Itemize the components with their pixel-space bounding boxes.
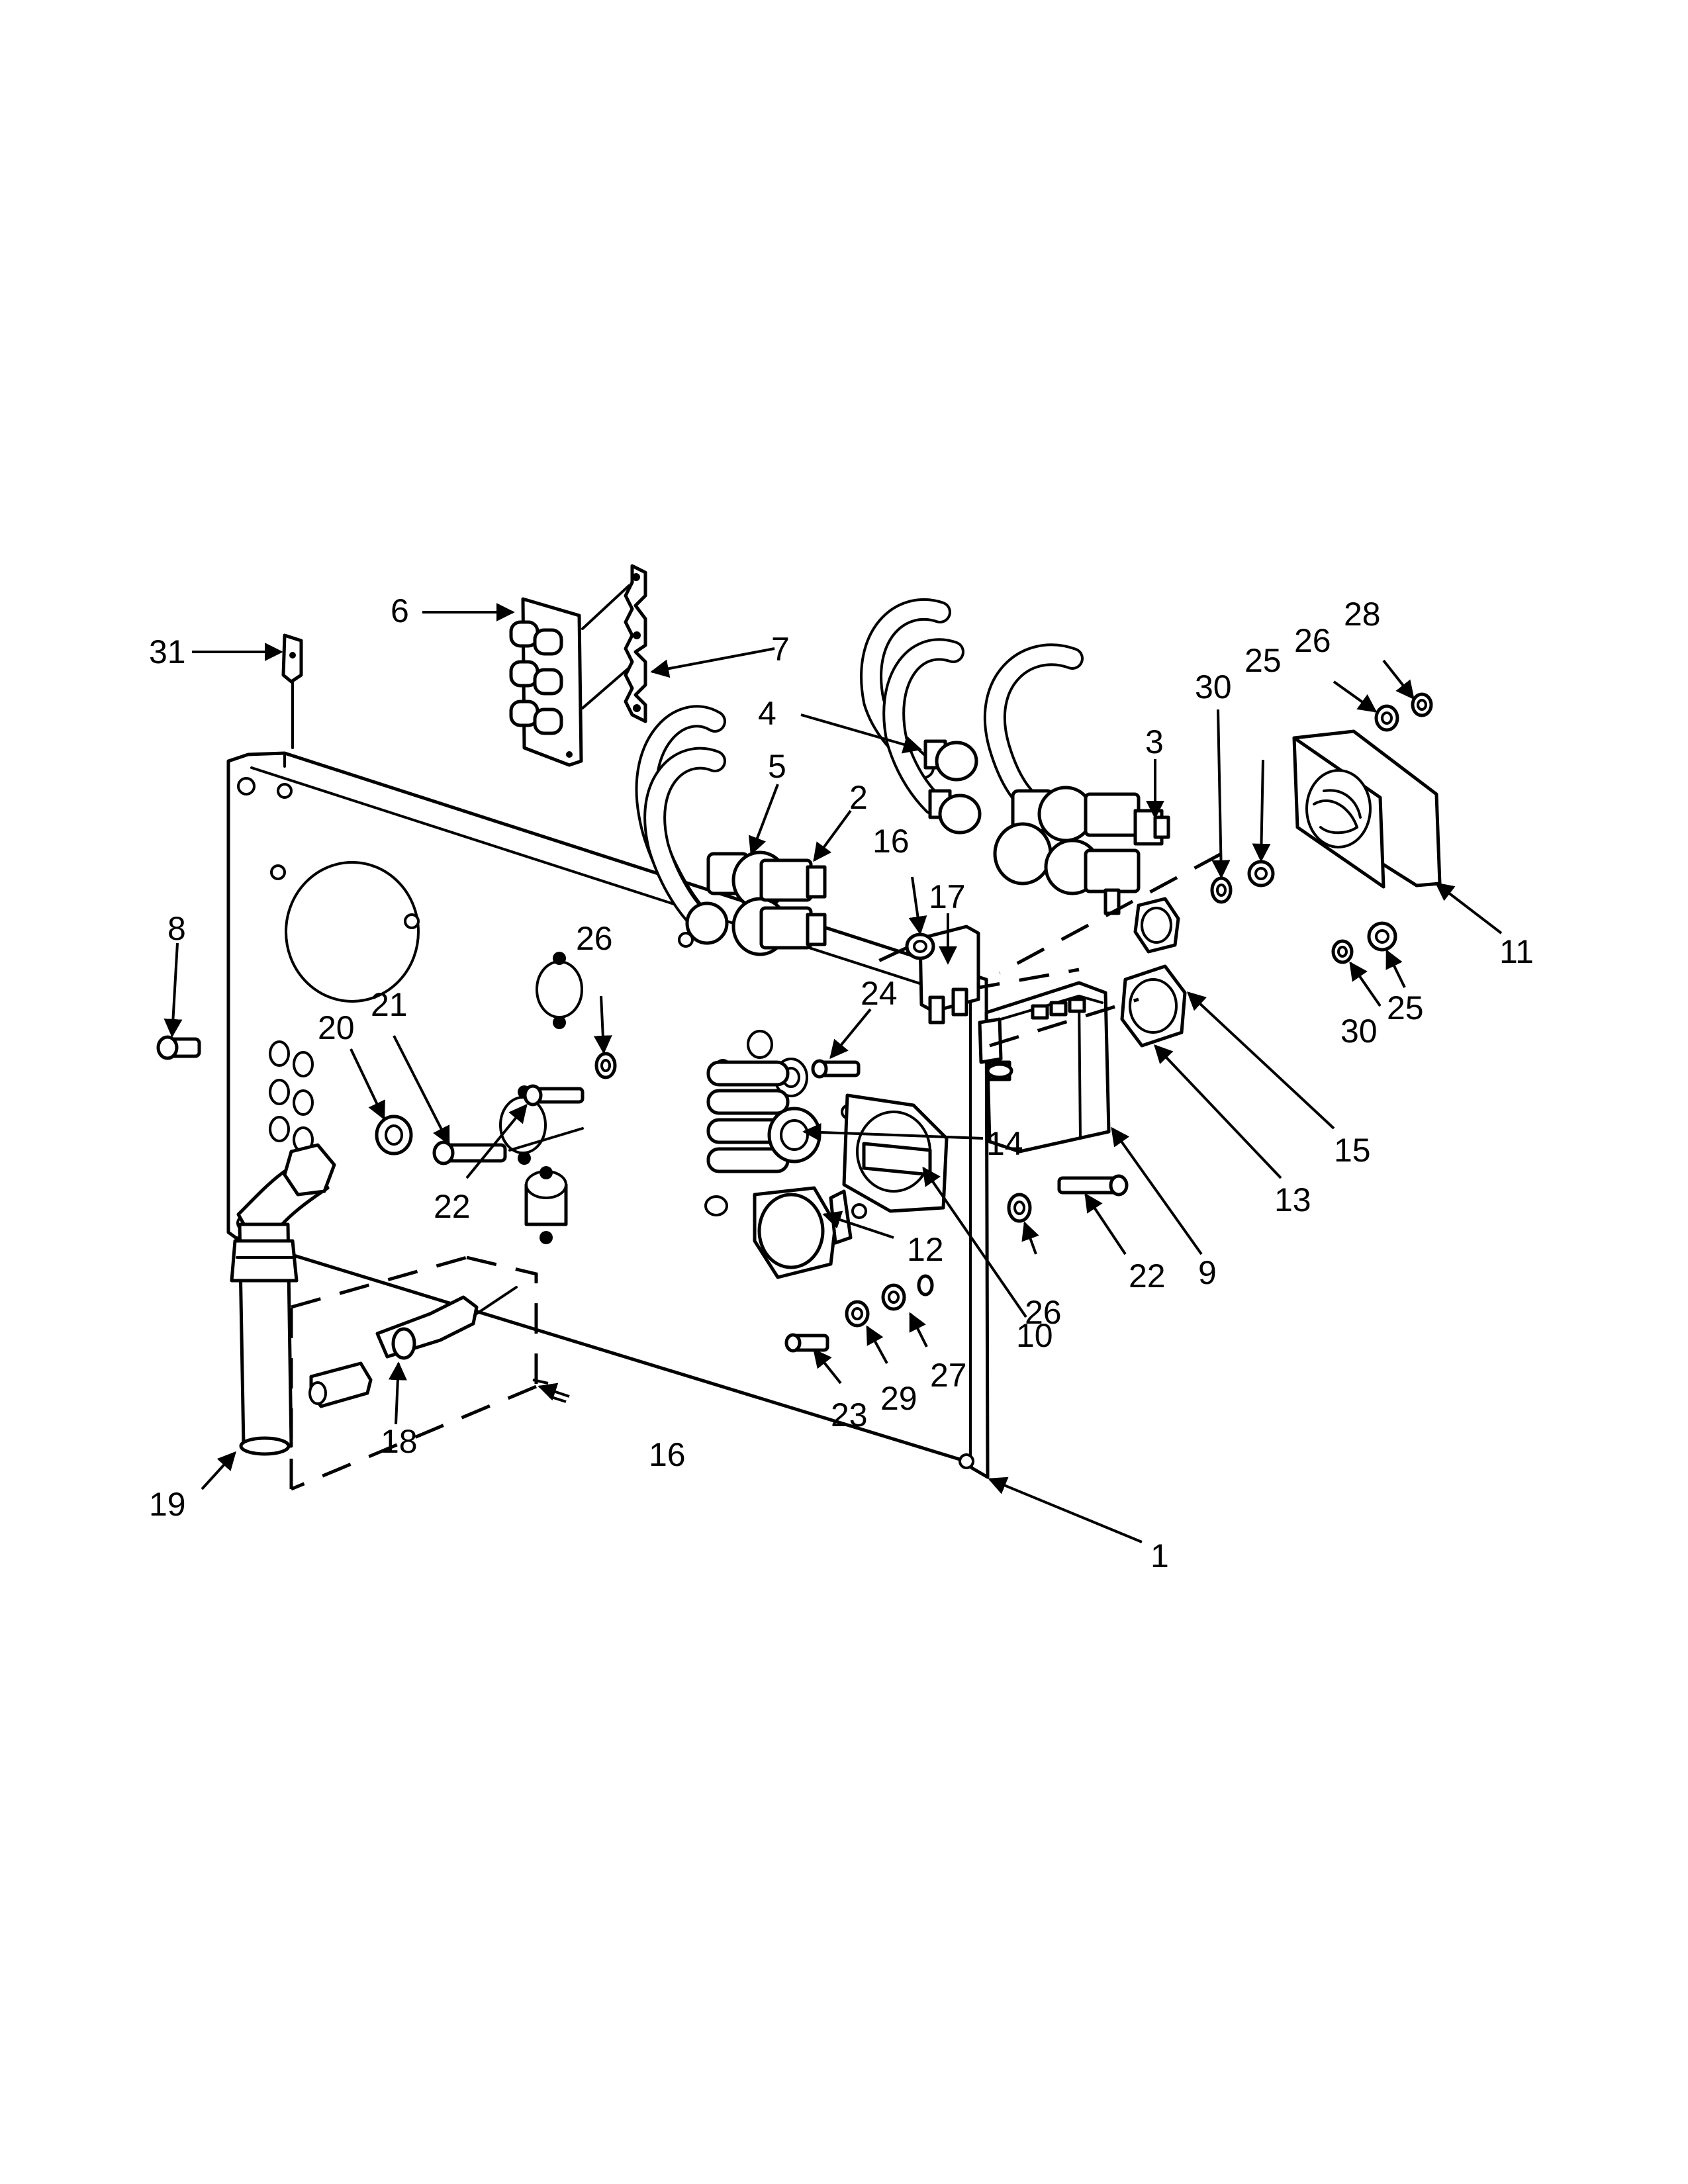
callout-1: 1: [1150, 1537, 1169, 1574]
washer-16-top: [905, 933, 935, 960]
callout-2: 2: [849, 779, 868, 816]
leader-lines: [164, 603, 1503, 1543]
hoses: [635, 598, 1084, 938]
callout-16-top: 16: [872, 823, 910, 860]
callout-7: 7: [771, 631, 790, 668]
switch-bracket: [842, 1093, 949, 1213]
callout-4: 4: [758, 695, 776, 732]
valve-fittings: [923, 739, 982, 835]
control-module: [978, 981, 1111, 1154]
callout-9: 9: [1198, 1254, 1217, 1291]
callout-22-right: 22: [1129, 1257, 1166, 1295]
washer-26-right: [1007, 1193, 1032, 1223]
callout-30-top: 30: [1195, 668, 1232, 705]
callout-17: 17: [929, 878, 966, 915]
callout-labels: 1 2 3 4 5 6 7 8 9 10 11 12 13 14 15 16 1…: [149, 592, 1534, 1574]
washer-20: [375, 1115, 413, 1156]
callout-10: 10: [1016, 1317, 1053, 1354]
callout-6: 6: [391, 592, 409, 629]
callout-18: 18: [381, 1423, 418, 1460]
screw-23: [784, 1333, 829, 1353]
callout-27: 27: [930, 1357, 967, 1394]
kit-box: [289, 1255, 538, 1491]
water-valve-right: [993, 786, 1170, 915]
washers-26-28: [1374, 692, 1433, 732]
water-valve-left: [685, 850, 827, 956]
callout-13: 13: [1274, 1181, 1311, 1218]
screw-22-right: [1057, 1174, 1129, 1197]
callout-26-mid: 26: [576, 920, 613, 957]
callout-3: 3: [1145, 723, 1164, 760]
washers-30-25-lower: [1331, 921, 1397, 964]
callout-22-left: 22: [434, 1188, 471, 1225]
callout-25-lower: 25: [1387, 989, 1424, 1026]
washers-29-27: [845, 1274, 934, 1328]
lock-nut: [1120, 964, 1187, 1048]
callout-12: 12: [907, 1231, 944, 1268]
callout-20: 20: [318, 1009, 355, 1046]
washers-30-25-top: [1210, 860, 1275, 904]
callout-21: 21: [371, 986, 408, 1023]
callout-29: 29: [880, 1380, 917, 1417]
callout-26-lower: 26: [1025, 1294, 1062, 1331]
callout-26-top: 26: [1294, 622, 1331, 659]
callout-11: 11: [1499, 933, 1534, 970]
callout-16-kit: 16: [649, 1436, 686, 1473]
callout-25-top: 25: [1244, 642, 1282, 679]
terminal-block: [509, 584, 633, 767]
screw-8: [156, 1035, 201, 1060]
callout-8: 8: [167, 910, 186, 947]
callout-5: 5: [768, 748, 786, 785]
callout-24: 24: [861, 975, 898, 1012]
callout-19: 19: [149, 1486, 186, 1523]
callout-30-lower: 30: [1340, 1013, 1378, 1050]
callout-14: 14: [986, 1125, 1023, 1162]
callout-28: 28: [1344, 596, 1381, 633]
callout-23: 23: [831, 1396, 868, 1433]
gasket: [624, 564, 647, 723]
callout-31: 31: [149, 633, 186, 670]
screw-24: [811, 1059, 861, 1079]
kit-parts: [308, 1286, 518, 1408]
hex-nut: [1133, 897, 1180, 954]
washer-26-left: [594, 1052, 617, 1079]
screw-22-left: [523, 1084, 585, 1107]
callout-15: 15: [1334, 1132, 1371, 1169]
elbow-tube: [230, 1143, 336, 1456]
clip: [281, 633, 303, 749]
fan: [1292, 729, 1442, 889]
